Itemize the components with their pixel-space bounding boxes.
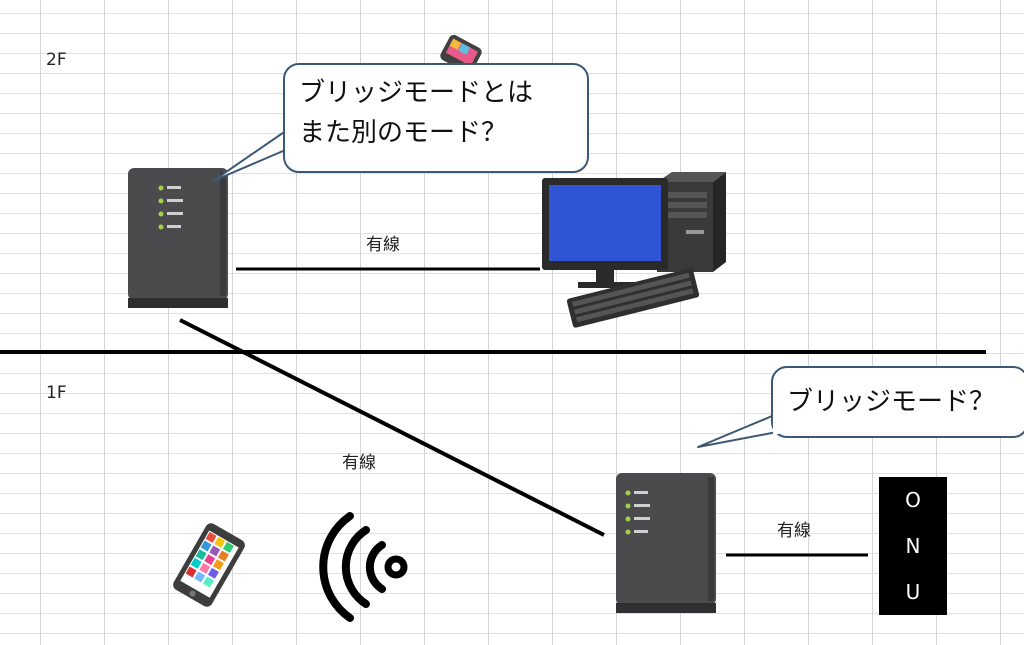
bubble-2f-line-2: また別のモード？ [299,118,508,148]
router-icon [126,168,230,308]
wire-2f-to-1f [179,318,605,537]
bubble-1f-text: ブリッジモード？ [787,387,996,417]
wire-label-diagonal: 有線 [342,453,376,473]
keyboard-icon [566,268,700,328]
onu-letter-o: O [905,488,921,512]
wire-label-onu: 有線 [777,521,811,541]
wire-label-2f: 有線 [366,235,400,255]
bubble-tail-seam [285,125,291,151]
speech-bubble-1f: ブリッジモード？ [771,366,1024,438]
bubble-tail-seam [773,411,779,434]
onu-letter-u: U [905,580,921,604]
speech-bubble-2f: ブリッジモードとは また別のモード？ [283,63,589,173]
router-2f [126,168,230,314]
wifi-signal-icon [319,512,408,622]
smartphone-icon [173,523,245,607]
onu-icon: O N U [879,477,947,615]
router-icon [614,473,718,613]
floor-label-2f: 2F [46,50,67,70]
desktop-pc-icon [542,172,726,288]
onu-letter-n: N [905,534,921,558]
router-1f [614,473,718,619]
bubble-2f-line-1: ブリッジモードとは [299,78,534,108]
floor-label-1f: 1F [46,383,67,403]
